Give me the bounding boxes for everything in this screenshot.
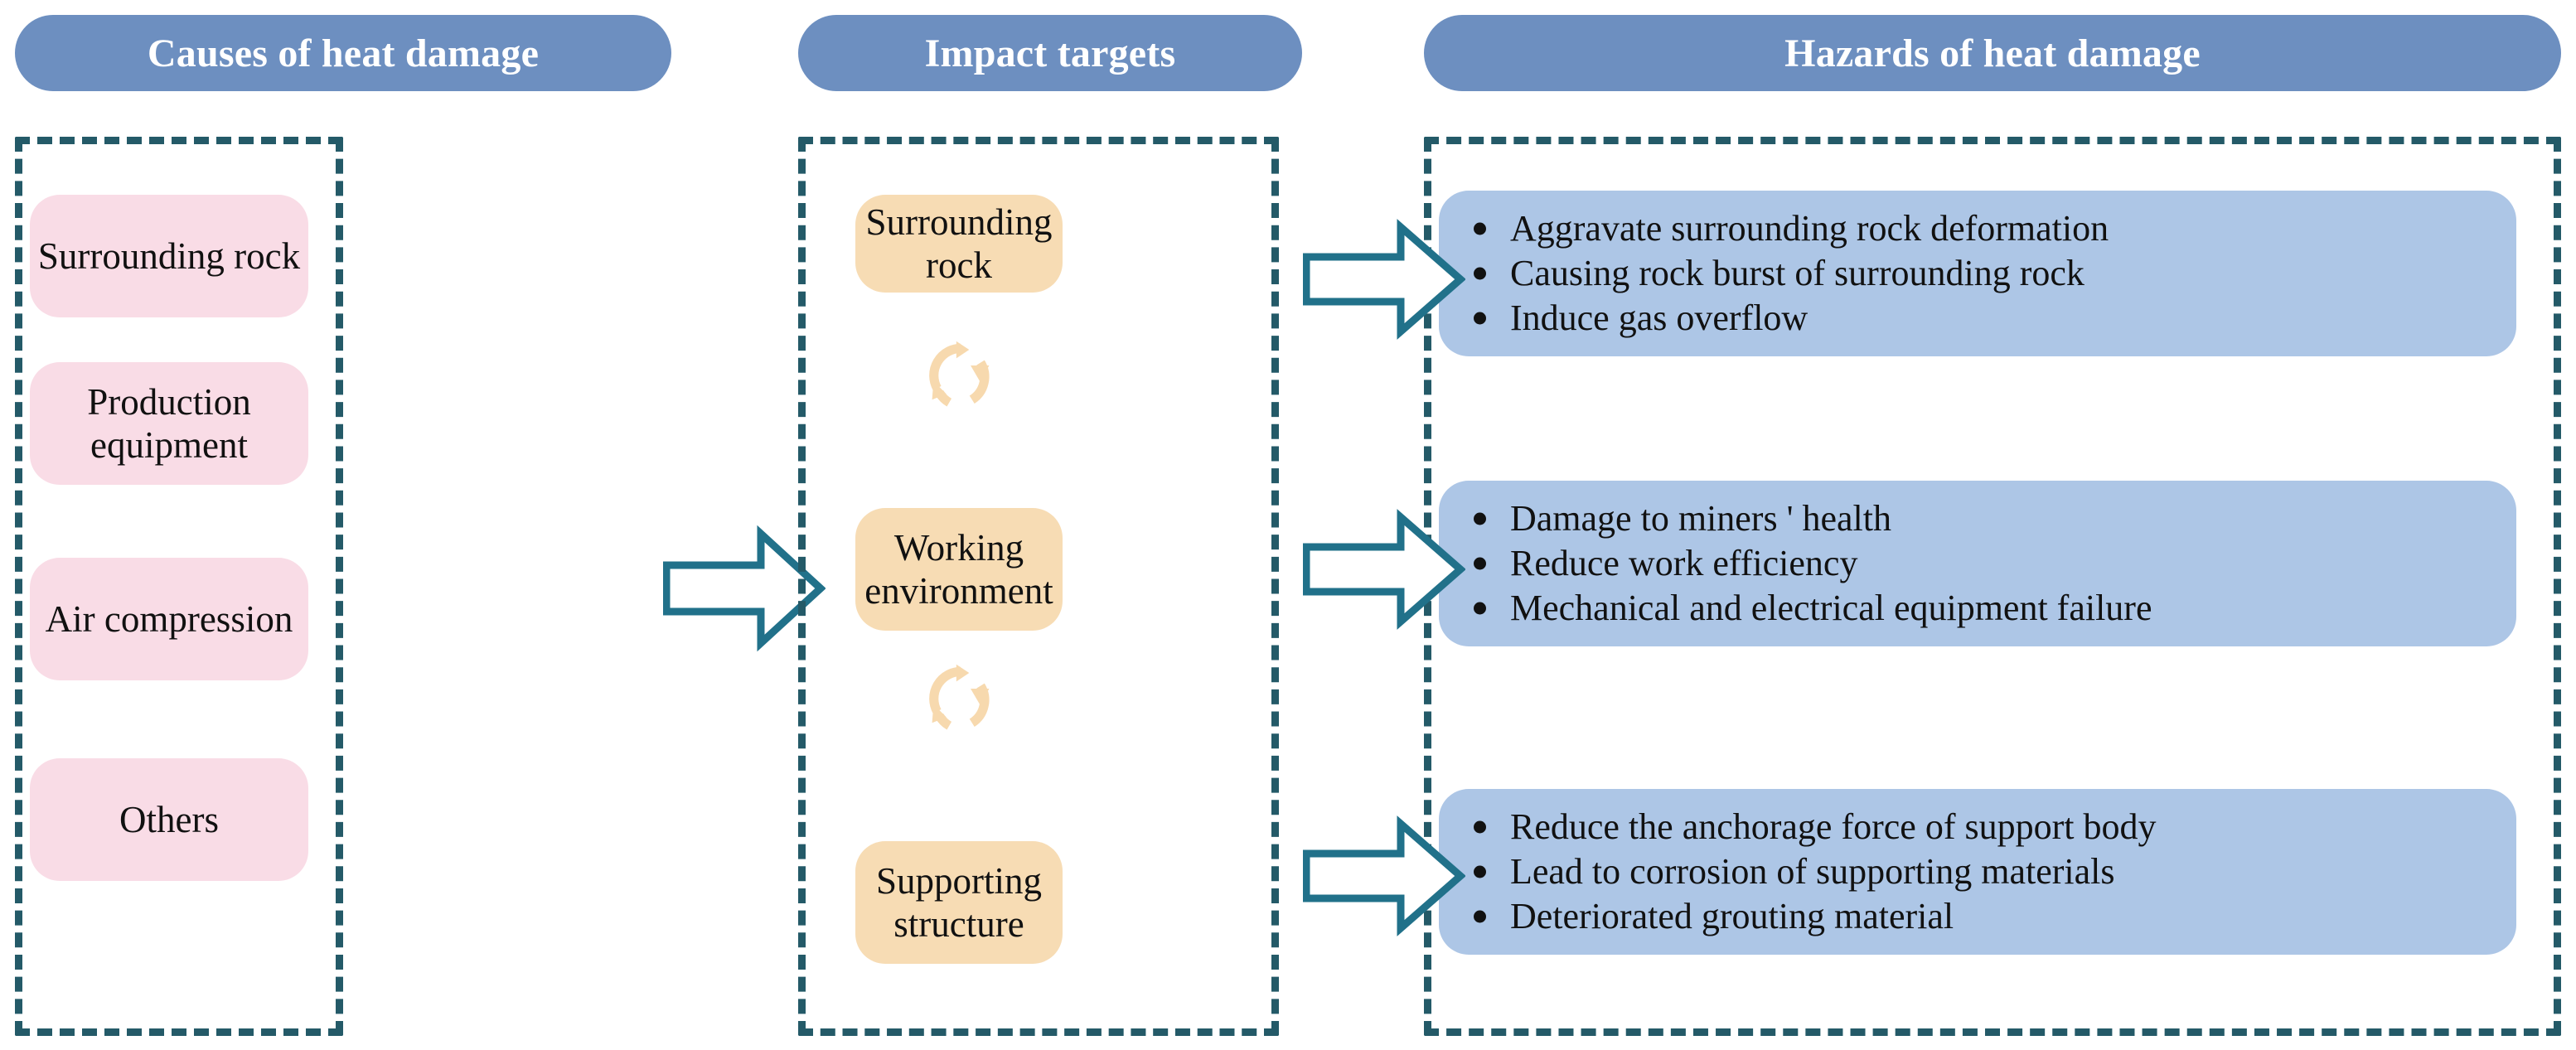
dashed-container-causes — [15, 137, 343, 1036]
column-causes: Causes of heat damage Surrounding rock P… — [0, 0, 826, 1050]
header-hazards: Hazards of heat damage — [1424, 15, 2561, 91]
target-node-working-environment[interactable]: Working environment — [855, 508, 1063, 631]
hazard-bullet: Lead to corrosion of supporting material… — [1467, 849, 2508, 894]
cause-node-others[interactable]: Others — [30, 758, 308, 881]
cause-node-production-equipment[interactable]: Production equipment — [30, 362, 308, 485]
hazard-bullet: Mechanical and electrical equipment fail… — [1467, 586, 2508, 631]
hazard-bullet: Damage to miners ' health — [1467, 496, 2508, 541]
hazard-bullet-list: Damage to miners ' health Reduce work ef… — [1439, 496, 2508, 630]
arrow-target-1-to-hazard-1-icon — [1303, 509, 1465, 630]
cause-node-air-compression[interactable]: Air compression — [30, 558, 308, 680]
target-node-surrounding-rock[interactable]: Surrounding rock — [855, 195, 1063, 293]
hazard-group-supporting-structure[interactable]: Reduce the anchorage force of support bo… — [1439, 789, 2516, 955]
header-impact-targets: Impact targets — [798, 15, 1302, 91]
cycle-arrows-icon — [929, 341, 990, 407]
hazard-bullet: Causing rock burst of surrounding rock — [1467, 251, 2508, 296]
header-causes: Causes of heat damage — [15, 15, 671, 91]
hazard-bullet: Reduce the anchorage force of support bo… — [1467, 805, 2508, 849]
hazard-bullet: Deteriorated grouting material — [1467, 894, 2508, 939]
hazard-bullet: Induce gas overflow — [1467, 296, 2508, 341]
column-hazards: Hazards of heat damage Aggravate surroun… — [1409, 0, 2576, 1050]
hazard-bullet-list: Reduce the anchorage force of support bo… — [1439, 805, 2508, 938]
dashed-container-targets — [798, 137, 1279, 1036]
hazard-bullet-list: Aggravate surrounding rock deformation C… — [1439, 206, 2508, 340]
cause-node-surrounding-rock[interactable]: Surrounding rock — [30, 195, 308, 317]
target-node-supporting-structure[interactable]: Supporting structure — [855, 841, 1063, 964]
hazard-bullet: Aggravate surrounding rock deformation — [1467, 206, 2508, 251]
arrow-causes-to-targets-icon — [663, 525, 826, 652]
cycle-arrows-icon — [929, 664, 990, 730]
column-impact-targets: Impact targets Surrounding rock Working … — [779, 0, 1359, 1050]
hazard-bullet: Reduce work efficiency — [1467, 541, 2508, 586]
arrow-target-2-to-hazard-2-icon — [1303, 815, 1465, 936]
hazard-group-surrounding-rock[interactable]: Aggravate surrounding rock deformation C… — [1439, 191, 2516, 356]
hazard-group-working-environment[interactable]: Damage to miners ' health Reduce work ef… — [1439, 481, 2516, 646]
arrow-target-0-to-hazard-0-icon — [1303, 219, 1465, 340]
